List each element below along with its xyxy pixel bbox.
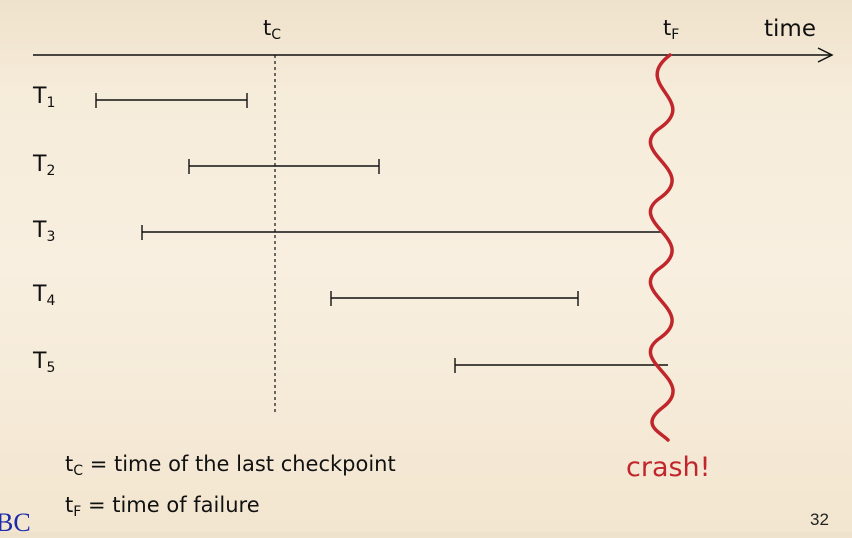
legend-text: = time of failure <box>81 493 260 517</box>
transaction-bar-t3 <box>141 225 662 240</box>
transaction-label-base: T <box>33 84 47 109</box>
checkpoint-marker-label: tC <box>263 16 281 43</box>
legend-failure: tF = time of failure <box>65 493 260 520</box>
transaction-label-t3: T3 <box>33 218 55 245</box>
checkpoint-marker-sub: C <box>271 27 282 43</box>
transaction-bar-t1 <box>95 93 248 108</box>
legend-symbol-sub: C <box>73 463 84 479</box>
transaction-label-base: T <box>33 282 47 307</box>
legend-checkpoint: tC = time of the last checkpoint <box>65 452 396 479</box>
crash-label: crash! <box>626 452 711 483</box>
transaction-label-t1: T1 <box>33 84 55 111</box>
time-axis-arrowhead <box>817 47 834 63</box>
logo-fragment: BC <box>0 508 31 537</box>
failure-marker-sub: F <box>671 27 680 43</box>
transaction-label-base: T <box>33 152 47 177</box>
transaction-label-base: T <box>33 349 47 374</box>
transaction-label-t4: T4 <box>33 282 55 309</box>
transaction-label-sub: 4 <box>46 293 56 309</box>
transaction-label-sub: 5 <box>46 360 56 376</box>
transaction-label-sub: 1 <box>46 95 56 111</box>
transaction-label-t2: T2 <box>33 152 55 179</box>
failure-marker-label: tF <box>663 16 679 43</box>
crash-wavy-line <box>648 53 675 442</box>
transaction-bar-t5 <box>454 358 668 373</box>
legend-text: = time of the last checkpoint <box>83 452 396 476</box>
failure-marker-base: t <box>663 16 672 40</box>
transaction-label-base: T <box>33 218 47 243</box>
transaction-label-sub: 2 <box>46 163 56 179</box>
legend-symbol-sub: F <box>73 504 82 520</box>
transaction-bar-t4 <box>330 291 579 306</box>
transaction-label-t5: T5 <box>33 349 55 376</box>
legend-symbol-base: t <box>65 452 74 476</box>
checkpoint-marker-base: t <box>263 16 272 40</box>
time-axis-label: time <box>764 16 816 42</box>
page-number: 32 <box>810 510 829 529</box>
transaction-bar-t2 <box>188 159 380 174</box>
transaction-label-sub: 3 <box>46 229 56 245</box>
legend-symbol-base: t <box>65 493 74 517</box>
